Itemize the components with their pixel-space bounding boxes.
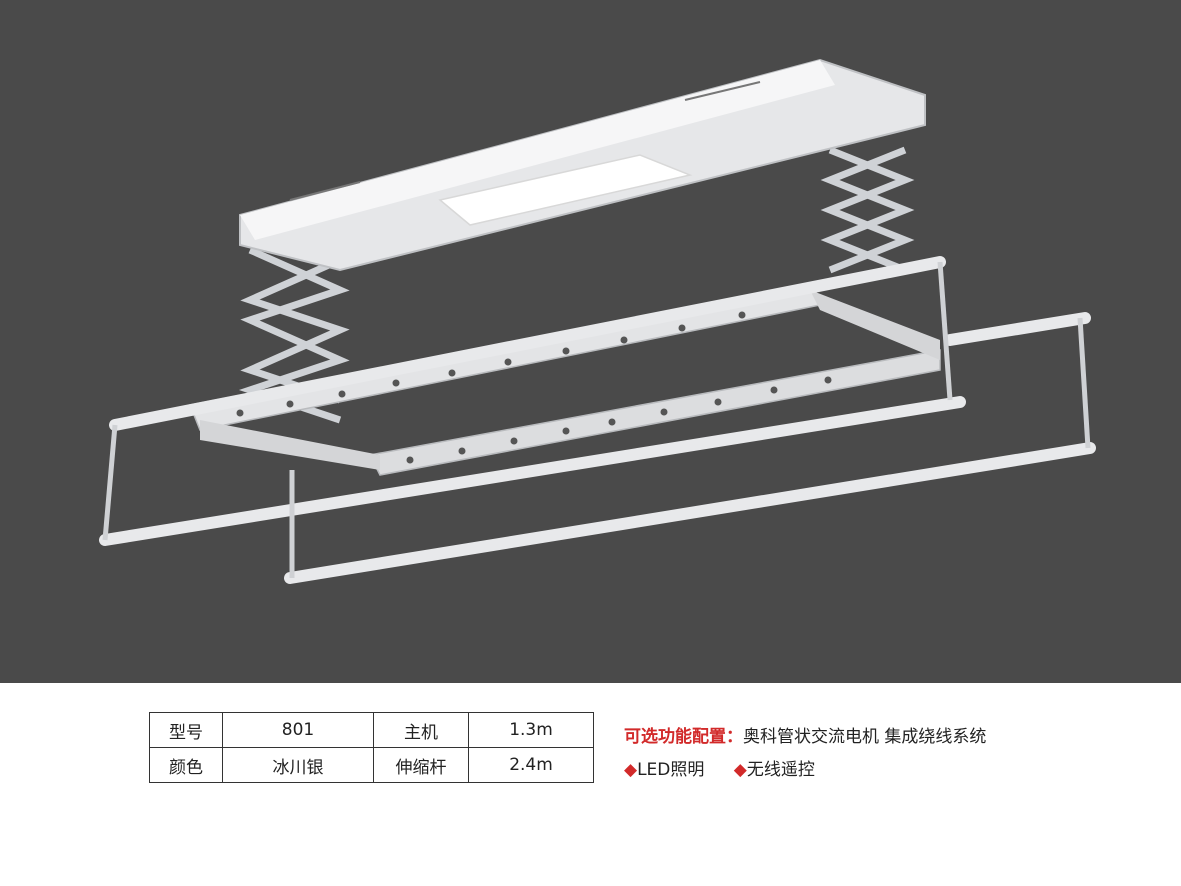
table-cell: 主机 [373,712,469,748]
spec-table: 型号 801 主机 1.3m 颜色 冰川银 伸缩杆 2.4m [149,712,594,783]
table-cell: 颜色 [149,747,223,783]
upper-rack [188,284,941,476]
feature-item: 无线遥控 [746,760,815,780]
bullet-diamond-icon: ◆ [733,760,747,780]
table-cell: 1.3m [468,712,594,748]
rod-brackets [102,261,1091,578]
options-panel: 可选功能配置：奥科管状交流电机 集成绕线系统 ◆LED照明 ◆无线遥控 [624,722,986,780]
options-main-features: 奥科管状交流电机 集成绕线系统 [743,727,987,747]
table-cell: 型号 [149,712,223,748]
table-cell: 801 [222,712,374,748]
options-header: 可选功能配置：奥科管状交流电机 集成绕线系统 [624,722,986,747]
table-cell: 伸缩杆 [373,747,469,783]
options-title: 可选功能配置： [624,727,743,747]
options-feature-list: ◆LED照明 ◆无线遥控 [624,755,986,780]
bullet-diamond-icon: ◆ [624,760,638,780]
table-cell: 2.4m [468,747,594,783]
drying-rack-image [99,58,1096,584]
table-row: 型号 801 主机 1.3m [149,712,594,748]
main-unit [239,58,926,272]
table-row: 颜色 冰川银 伸缩杆 2.4m [149,747,594,783]
feature-item: LED照明 [637,760,705,780]
scissor-arm-right [820,146,915,274]
extension-rods [99,256,1096,584]
table-cell: 冰川银 [222,747,374,783]
product-photo [0,0,1181,683]
